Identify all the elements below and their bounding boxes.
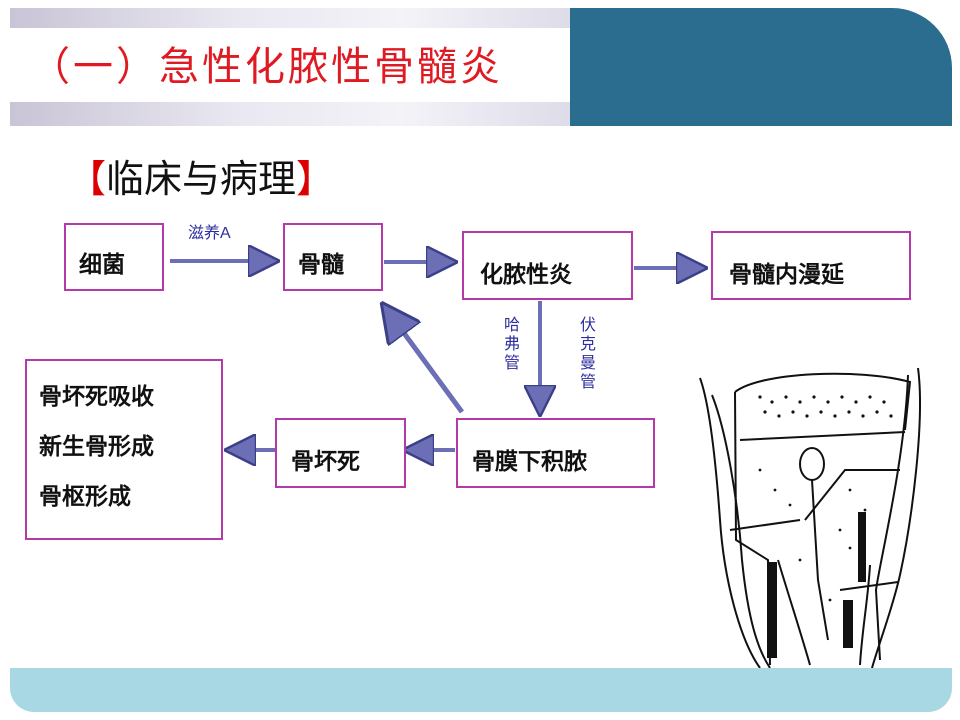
outcome-item: 骨坏死吸收: [39, 383, 154, 410]
slide-title: （一）急性化脓性骨髓炎: [30, 44, 503, 90]
label-volkmann-canal: 伏克曼管: [579, 317, 596, 391]
section-bracket-close: 】: [296, 157, 335, 201]
outcome-item: 新生骨形成: [39, 433, 154, 460]
section-heading-text: 临床与病理: [106, 157, 297, 201]
node-marrow: 骨髓: [283, 223, 383, 291]
title-box: [10, 28, 570, 102]
arrow-subperiosteal-marrow: [387, 310, 465, 414]
node-spread: 骨髓内漫延: [711, 231, 911, 300]
node-subperiosteal: 骨膜下积脓: [456, 418, 655, 488]
label-havers-canal: 哈弗管: [503, 317, 520, 372]
section-bracket-open: 【: [68, 157, 107, 201]
section-heading: 【临床与病理】: [68, 148, 334, 203]
node-bacteria: 细菌: [64, 223, 164, 291]
footer-band: [10, 668, 952, 712]
node-necrosis: 骨坏死: [275, 418, 406, 488]
node-suppurative: 化脓性炎: [462, 231, 633, 300]
label-nutrient-artery: 滋养A: [188, 225, 231, 242]
node-outcomes: 骨坏死吸收 新生骨形成 骨枢形成: [25, 359, 223, 540]
outcome-item: 骨枢形成: [39, 483, 131, 510]
